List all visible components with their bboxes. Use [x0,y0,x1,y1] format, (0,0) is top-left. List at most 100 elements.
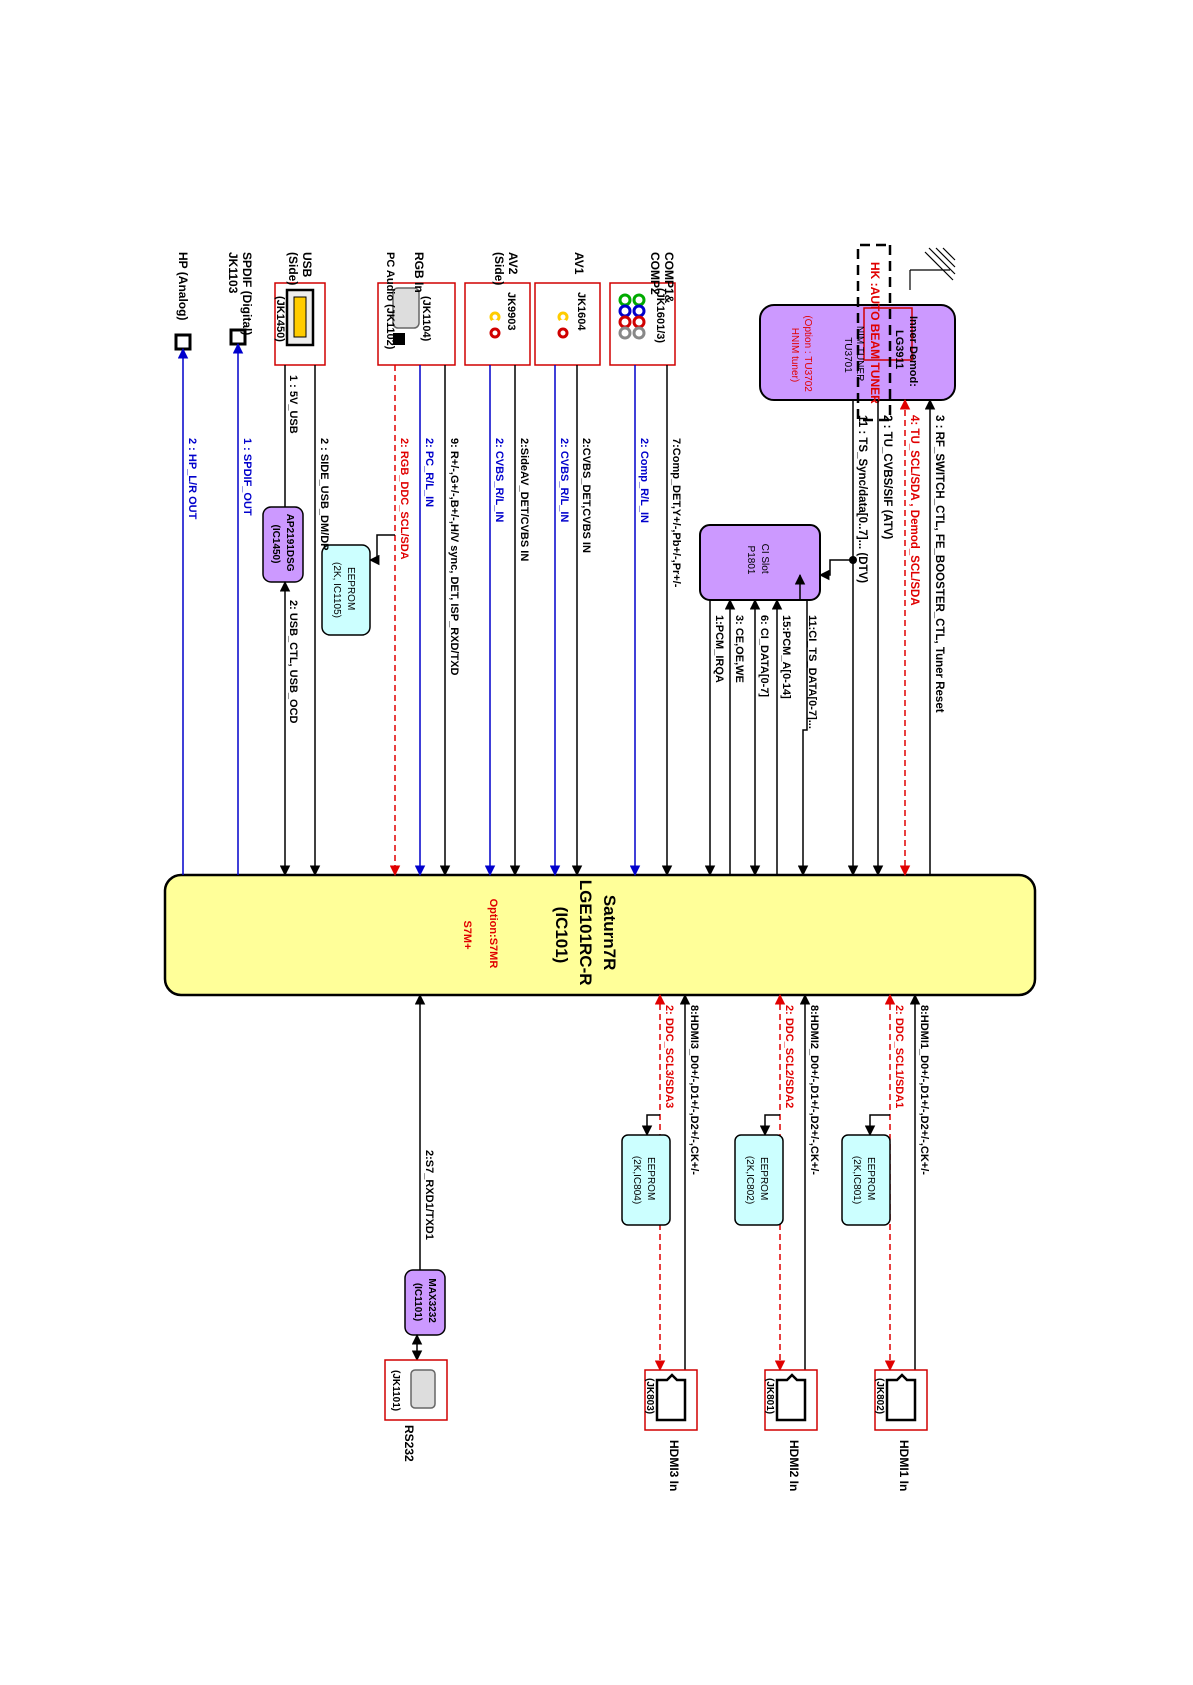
av1-rca-jacks [557,311,569,339]
hdmi3-data-label: 8:HDMI3_D0+/-,D1+/-,D2+/-,CK+/- [688,1005,700,1175]
usb-connector-id: (JK1450) [274,296,286,342]
ci-ts-label: 11:CI_TS_DATA[0-7]... [806,615,818,729]
av2-video-label: 2:SideAV_DET/CVBS IN [518,438,530,561]
tuner-option-1: (Option : TU3702 [802,315,813,392]
tuner-i2c-label: 4: TU_SCL/SDA , Demod_SCL/SDA [908,415,920,606]
hdmi3-eeprom-link [641,1114,660,1137]
av1-connector-id: JK1604 [575,292,587,331]
max-chip-block [404,1269,446,1336]
comp-rca-jacks [618,293,646,340]
ci-irq-label: 1:PCM_IRQA [713,615,725,683]
ci-data-label: 6: CI_DATA[0-7] [758,615,770,697]
main-ic-option-1: Option:S7MR [487,899,499,969]
hdmi2-ddc-label: 2: DDC_SCL2/SDA2 [783,1005,795,1108]
usb-label-1: USB [300,252,314,278]
av2-audio-label: 2: CVBS_R/L_IN [493,438,505,522]
spdif-signal-label: 1 : SPDIF_OUT [241,438,253,516]
main-ic-option-2: S7M+ [461,920,473,949]
hdmi3-ddc-label: 2: DDC_SCL3/SDA3 [663,1005,675,1108]
dsub9-icon [410,1369,436,1409]
ci-slot-line-1: CI Slot [759,544,770,574]
ap-chip-line-2: (IC1450) [270,525,281,564]
spdif-label: SPDIF (Digital) JK1103 [226,252,254,339]
demod-line-2: LG3911 [893,330,905,369]
av2-label: AV2 (Side) [492,252,520,285]
hk-label: HK :AUTO BEAM TUNER [868,262,882,404]
eeprom-pc-block [321,544,371,636]
av2-rca-jacks [489,311,501,339]
ci-pcm-a-label: 15:PCM_A[0-14] [780,615,792,699]
spdif-label-1: SPDIF (Digital) [240,252,254,335]
hdmi3-eeprom-line-2: (2K,IC804) [631,1156,642,1204]
demod-label: Inner Demod: LG3911 [893,316,919,390]
main-ic-line-1: Saturn7R [600,895,619,971]
usb-label: USB (Side) [286,252,314,285]
hdmi1-eeprom-block [841,1134,891,1226]
hdmi2-eeprom-line-2: (2K,IC802) [744,1156,755,1204]
main-ic-name: Saturn7R LGE101RC-R (IC101) [552,880,619,991]
hk-dashed-box [856,243,892,422]
hdmi3-eeprom-block [621,1134,671,1226]
hdmi2-eeprom-label: EEPROM (2K,IC802) [744,1156,769,1204]
max-chip-line-1: MAX3232 [426,1278,437,1323]
ci-ts-line [794,573,809,877]
ci-ce-label: 3: CE,OE,WE [733,615,745,683]
hdmi3-label: HDMI3 In [667,1440,681,1491]
usb-label-2: (Side) [286,252,300,285]
tuner-ts-label: 11 : TS_Sync/data[0..7]... (DTV) [856,415,868,583]
hdmi3-jack-id: (JK803) [644,1378,655,1414]
eeprom-pc-line-2: (2K, IC1105) [331,562,342,618]
av1-audio-label: 2: CVBS_R/L_IN [558,438,570,522]
hdmi1-jack-id: (JK802) [874,1378,885,1414]
rotated-content: Saturn7R LGE101RC-R (IC101) Option:S7MR … [163,243,1037,1491]
hdmi1-eeprom-line-1: EEPROM [865,1157,876,1200]
hp-label: HP (Analog) [176,252,190,320]
demod-line-1: Inner Demod: [907,316,919,387]
hp-signal-label: 2 : HP_L/R OUT [186,438,198,520]
comp-connector-id: (JK1601/3) [654,288,666,343]
hdmi2-port-icon [775,1373,807,1422]
comp-audio-label: 2: Comp_R/L_IN [638,438,650,523]
ci-slot-label: CI Slot P1801 [745,544,770,577]
hdmi3-eeprom-label: EEPROM (2K,IC804) [631,1156,656,1204]
rgb-ddc-label: 2: RGB_DDC_SCL/SDA [398,438,410,560]
hdmi2-eeprom-line-1: EEPROM [758,1157,769,1200]
hdmi1-data-label: 8:HDMI1_D0+/-,D1+/-,D2+/-,CK+/- [918,1005,930,1175]
hdmi2-data-label: 8:HDMI2_D0+/-,D1+/-,D2+/-,CK+/- [808,1005,820,1175]
hdmi2-eeprom-link [759,1114,780,1137]
rgb-connector-id: (JK1104) [420,296,432,342]
rgb-label: RGB In [412,252,426,293]
av2-connector-id: JK9903 [505,292,517,331]
pc-audio-label: PC Audio (JK1102) [384,252,396,350]
usb-dm-label: 2 : SIDE_USB_DM/DP [318,438,330,550]
hdmi3-port-icon [655,1373,687,1422]
av2-label-2: (Side) [492,252,506,285]
hdmi3-eeprom-line-1: EEPROM [645,1157,656,1200]
hdmi2-label: HDMI2 In [787,1440,801,1491]
tuner-name: NIM TUNER TU3701 [842,326,865,384]
rs232-signal-label: 2:S7_RXD1/TXD1 [423,1150,435,1240]
ap-chip-line-1: AP2191DSG [284,514,295,572]
ap-chip-label: AP2191DSG (IC1450) [270,514,295,575]
eeprom-pc-label: EEPROM (2K, IC1105) [331,562,356,618]
hp-jack-icon [174,333,192,351]
tuner-name-2: TU3701 [842,337,853,373]
usb-port-tongue [293,296,307,338]
max-chip-line-2: (IC1101) [412,1283,423,1321]
rgb-video-label: 9: R+/-,G+/-,B+/-,H/V sync, DET, ISP_RXD… [448,438,460,676]
usb-5v-label: 1 : 5V_USB [287,375,299,434]
ddc-to-eeprom-line [368,534,395,566]
hdmi1-eeprom-line-2: (2K,IC801) [851,1156,862,1204]
comp-label-1: COMP1& [662,252,676,304]
comp-label-2: COMP2 [648,252,662,295]
max-chip-label: MAX3232 (IC1101) [412,1278,437,1325]
comp-video-label: 7:Comp_DET,Y+/-,Pb+/-,Pr+/- [670,438,682,588]
tuner-name-1: NIM TUNER [854,326,865,381]
ts-to-ci-line [818,559,853,581]
tuner-option: (Option : TU3702 HNIM tuner) [789,315,813,394]
tuner-cvbs-label: 2 : TU_CVBS/SIF (ATV) [881,415,893,540]
main-ic-block [163,873,1037,997]
av1-video-label: 2:CVBS_DET,CVBS IN [580,438,592,553]
comp-label: COMP1& COMP2 [648,252,676,307]
